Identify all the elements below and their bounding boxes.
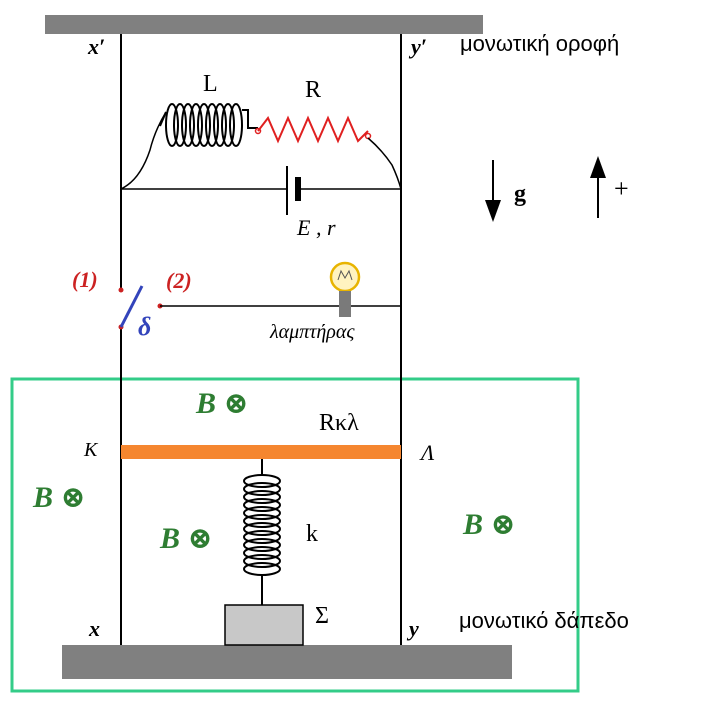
battery-icon (286, 166, 301, 215)
field-label-right: B ⊗ (463, 508, 516, 541)
battery-label: E , r (297, 215, 336, 240)
arrow-up-icon (590, 156, 606, 218)
spring-icon (243, 459, 281, 605)
circled-cross-icon: ⊗ (223, 387, 249, 420)
field-label-top: B ⊗ (196, 387, 249, 420)
ceiling-plate (45, 15, 483, 34)
rail-right-bottom-label: y (409, 616, 419, 641)
inductor-label: L (203, 71, 218, 97)
positive-direction-label: + (614, 174, 629, 203)
zigzag-resistor-icon (254, 115, 372, 144)
upper-circuit (120, 103, 402, 215)
arrow-down-icon (485, 160, 501, 222)
mass-label: Σ (315, 603, 329, 629)
coil-icon (159, 103, 258, 147)
ceiling-label: μονωτική οροφή (460, 31, 620, 56)
switch-position-1-label: (1) (72, 267, 98, 292)
rod-end-left-label: K (84, 439, 98, 461)
rail-left-top-label: x′ (88, 34, 106, 59)
light-bulb-icon (329, 261, 361, 317)
lamp-label: λαμπτήρας (270, 321, 355, 343)
rod-kl (121, 445, 401, 459)
switch-icon (118, 285, 163, 330)
resistor-label: R (305, 77, 322, 103)
gravity-label: g (514, 181, 526, 207)
field-label-left: B ⊗ (33, 481, 86, 514)
rod-resistance-label: Rκλ (319, 410, 359, 436)
rail-right-top-label: y′ (411, 34, 427, 59)
inductor-lead (120, 111, 167, 190)
floor-plate (62, 645, 512, 679)
magnetic-field-region (10, 377, 580, 693)
circled-cross-icon: ⊗ (490, 508, 516, 541)
mass-block (224, 604, 304, 646)
rod-end-right-label: Λ (421, 440, 435, 465)
switch-arm (119, 285, 144, 328)
switch-position-2-label: (2) (166, 268, 192, 293)
floor-label: μονωτικό δάπεδο (459, 608, 629, 633)
circled-cross-icon: ⊗ (187, 522, 213, 555)
field-label-center: B ⊗ (160, 522, 213, 555)
resistor-lead (367, 137, 402, 190)
switch-label: δ (138, 312, 152, 341)
circled-cross-icon: ⊗ (60, 481, 86, 514)
rail-left-bottom-label: x (89, 616, 100, 641)
spring-label: k (306, 521, 318, 547)
